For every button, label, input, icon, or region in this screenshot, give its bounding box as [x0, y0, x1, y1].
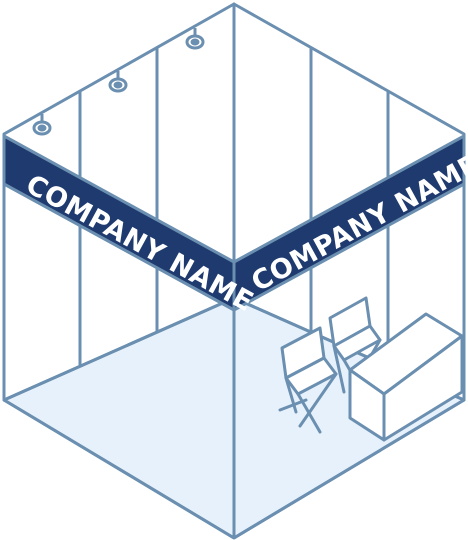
counter-desk-icon: [348, 312, 464, 442]
left-banner-text: COMPANY NAME: [21, 169, 259, 318]
right-banner: [232, 134, 466, 312]
right-banner-text: COMPANY NAME: [246, 149, 468, 298]
front-frame: [3, 268, 465, 540]
spotlight-icon: [185, 28, 205, 50]
spotlight-icon: [108, 71, 128, 93]
spotlight-icon: [32, 114, 52, 136]
chair-icon: [278, 326, 338, 434]
